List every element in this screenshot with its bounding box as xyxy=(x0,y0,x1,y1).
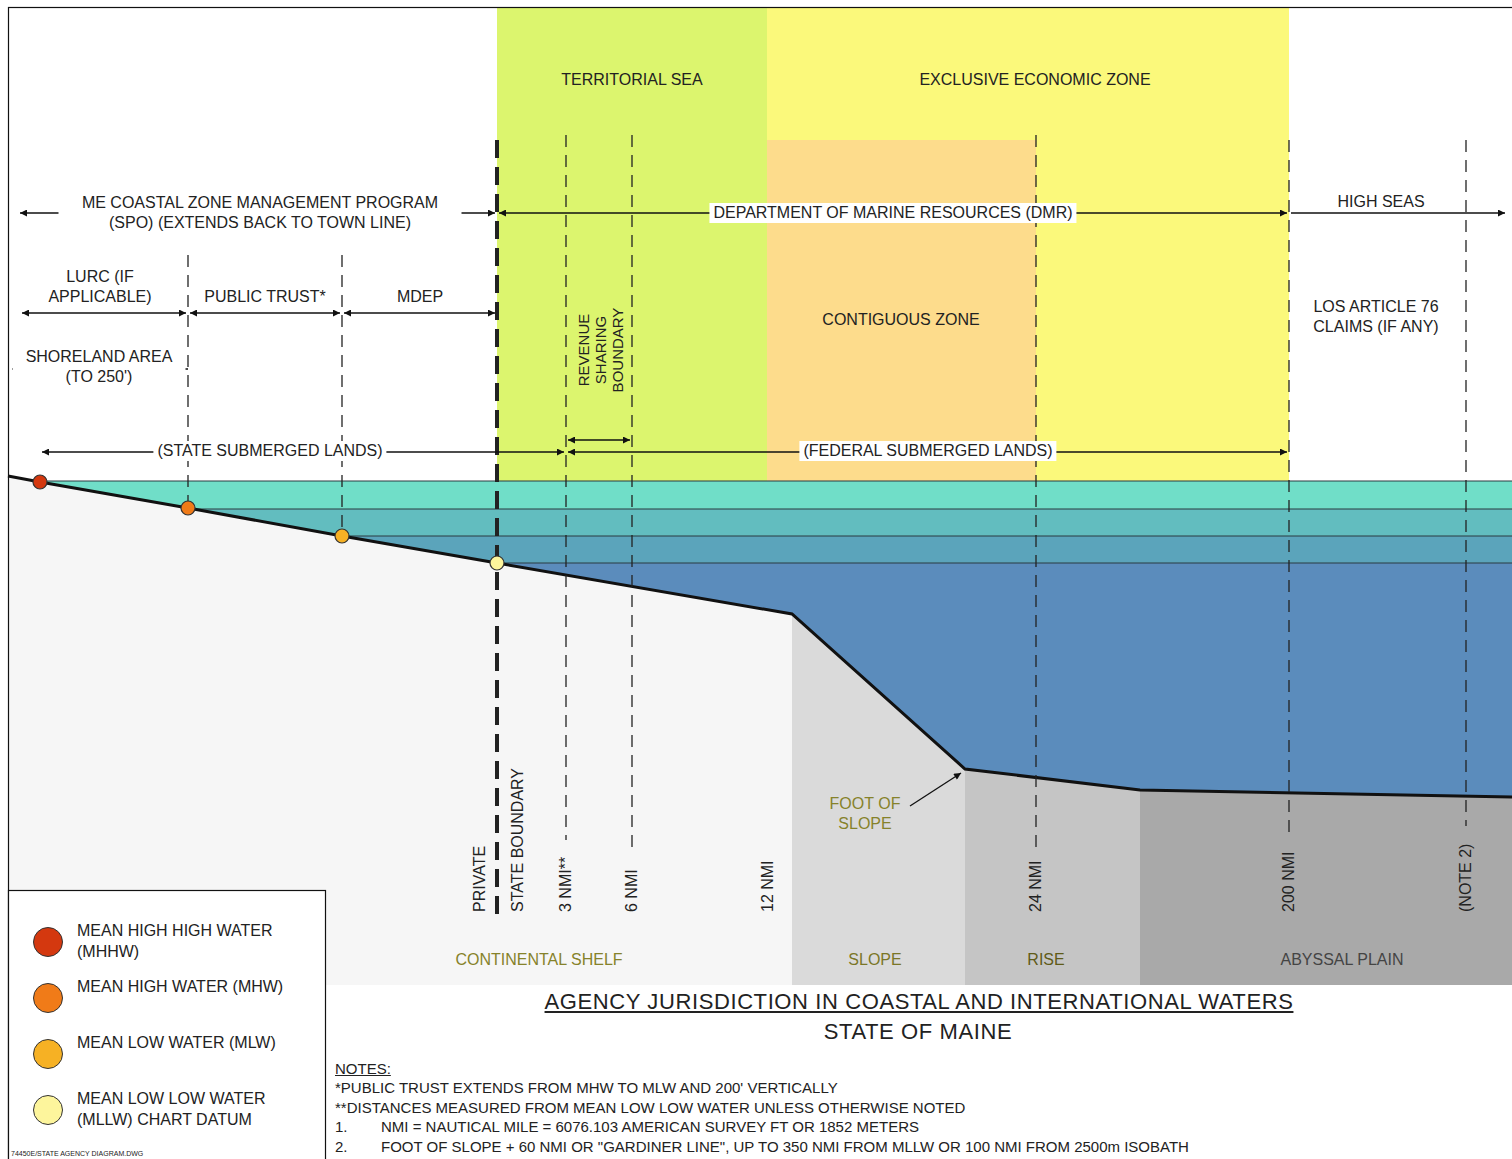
note-number: 1. xyxy=(335,1117,348,1137)
agency-label: LURC (IF APPLICABLE) xyxy=(20,267,180,307)
boundary-line xyxy=(631,135,632,852)
boundary-line xyxy=(1465,140,1466,826)
note-text: NMI = NAUTICAL MILE = 6076.103 AMERICAN … xyxy=(381,1117,919,1137)
dimension-arrow xyxy=(344,312,495,313)
diagram-title: AGENCY JURISDICTION IN COASTAL AND INTER… xyxy=(545,989,1294,1015)
zone-region: EXCLUSIVE ECONOMIC ZONE CONTIGUOUS ZONE xyxy=(767,8,1289,481)
note-text: FOOT OF SLOPE + 60 NMI OR "GARDINER LINE… xyxy=(381,1137,1189,1157)
zone-region: RISE xyxy=(965,940,1140,985)
legend-text: MEAN LOW LOW WATER (MLLW) CHART DATUM xyxy=(77,1088,312,1130)
legend-swatch xyxy=(33,1039,63,1069)
agency-label: MDEP xyxy=(397,287,443,307)
boundary-line xyxy=(565,135,566,840)
legend-swatch xyxy=(33,927,63,957)
seabed-line xyxy=(8,476,1512,797)
datum-dot xyxy=(335,529,349,543)
notes-heading: NOTES: xyxy=(335,1059,391,1079)
zone-label: HIGH SEAS xyxy=(1337,192,1424,212)
distance-label: 3 NMI** xyxy=(556,857,576,912)
zone-region: CONTINENTAL SHELF xyxy=(325,940,792,985)
tide-line xyxy=(342,536,1512,537)
legend-box xyxy=(9,891,326,1159)
legend-text: MEAN HIGH WATER (MHW) xyxy=(77,976,312,997)
dimension-arrow xyxy=(190,312,340,313)
zone-name: CONTIGUOUS ZONE xyxy=(822,310,979,330)
note-number: 2. xyxy=(335,1137,348,1157)
dimension-arrow xyxy=(568,439,630,440)
area-label: SHORELAND AREA (TO 250') xyxy=(13,347,186,387)
tide-line xyxy=(188,509,1512,510)
datum-dot xyxy=(181,501,195,515)
contiguous-zone-band xyxy=(767,140,1036,481)
legend-swatch xyxy=(33,983,63,1013)
callout-label: FOOT OF SLOPE xyxy=(825,794,905,834)
lands-label: (STATE SUBMERGED LANDS) xyxy=(153,441,386,461)
dimension-arrow xyxy=(22,312,186,313)
drawing-frame xyxy=(9,8,1512,1159)
tide-line xyxy=(497,563,1512,564)
distance-label: 12 NMI xyxy=(758,860,778,912)
distance-label: 24 NMI xyxy=(1026,860,1046,912)
water-layers xyxy=(0,481,1512,563)
agency-label: PUBLIC TRUST* xyxy=(204,287,326,307)
agency-label: DEPARTMENT OF MARINE RESOURCES (DMR) xyxy=(709,203,1076,223)
boundary-line xyxy=(1035,135,1036,848)
zone-name: TERRITORIAL SEA xyxy=(561,70,702,90)
zone-name: EXCLUSIVE ECONOMIC ZONE xyxy=(919,70,1150,90)
tide-line xyxy=(40,481,1512,482)
datum-dot xyxy=(33,475,47,489)
boundary-line xyxy=(341,255,342,536)
program-label: ME COASTAL ZONE MANAGEMENT PROGRAM (SPO)… xyxy=(59,193,462,233)
boundary-label: STATE BOUNDARY xyxy=(508,768,528,912)
boundary-label: PRIVATE xyxy=(470,846,490,912)
tide-band xyxy=(0,536,1512,563)
tide-band xyxy=(0,481,1512,509)
abyssal-ground xyxy=(1140,790,1512,985)
zone-region: CONTIGUOUS ZONE xyxy=(767,140,1036,481)
boundary-line xyxy=(1288,140,1289,838)
note-text: **DISTANCES MEASURED FROM MEAN LOW LOW W… xyxy=(335,1098,965,1118)
tide-band xyxy=(0,509,1512,536)
note-reference: (NOTE 2) xyxy=(1456,844,1476,912)
rise-ground xyxy=(965,769,1140,985)
zone-region: TERRITORIAL SEA xyxy=(497,8,767,481)
legend-text: MEAN HIGH HIGH WATER (MHHW) xyxy=(77,920,312,962)
boundary-label: REVENUE SHARING BOUNDARY xyxy=(575,298,626,402)
zone-region: SLOPE xyxy=(792,940,965,985)
zone-name: ABYSSAL PLAIN xyxy=(1280,950,1403,970)
zone-name: RISE xyxy=(1027,950,1064,970)
boundary-line xyxy=(187,255,188,508)
lands-label: (FEDERAL SUBMERGED LANDS) xyxy=(799,441,1056,461)
dimension-arrow xyxy=(1291,212,1505,213)
boundary-line xyxy=(495,140,499,915)
eez-band xyxy=(767,8,1289,481)
legend-swatch xyxy=(33,1095,63,1125)
zone-region: ABYSSAL PLAIN xyxy=(1140,940,1512,985)
zone-name: CONTINENTAL SHELF xyxy=(455,950,622,970)
datum-dot xyxy=(490,556,504,570)
distance-label: 6 NMI xyxy=(622,869,642,912)
note-text: *PUBLIC TRUST EXTENDS FROM MHW TO MLW AN… xyxy=(335,1078,838,1098)
subtitle: STATE OF MAINE xyxy=(824,1019,1012,1045)
distance-label: 200 NMI xyxy=(1279,852,1299,912)
claims-label: LOS ARTICLE 76 CLAIMS (IF ANY) xyxy=(1294,297,1459,337)
legend-text: MEAN LOW WATER (MLW) xyxy=(77,1032,312,1053)
file-name: 74450E/STATE AGENCY DIAGRAM.DWG xyxy=(11,1149,143,1158)
dimension-arrow xyxy=(910,773,961,806)
zone-name: SLOPE xyxy=(848,950,901,970)
